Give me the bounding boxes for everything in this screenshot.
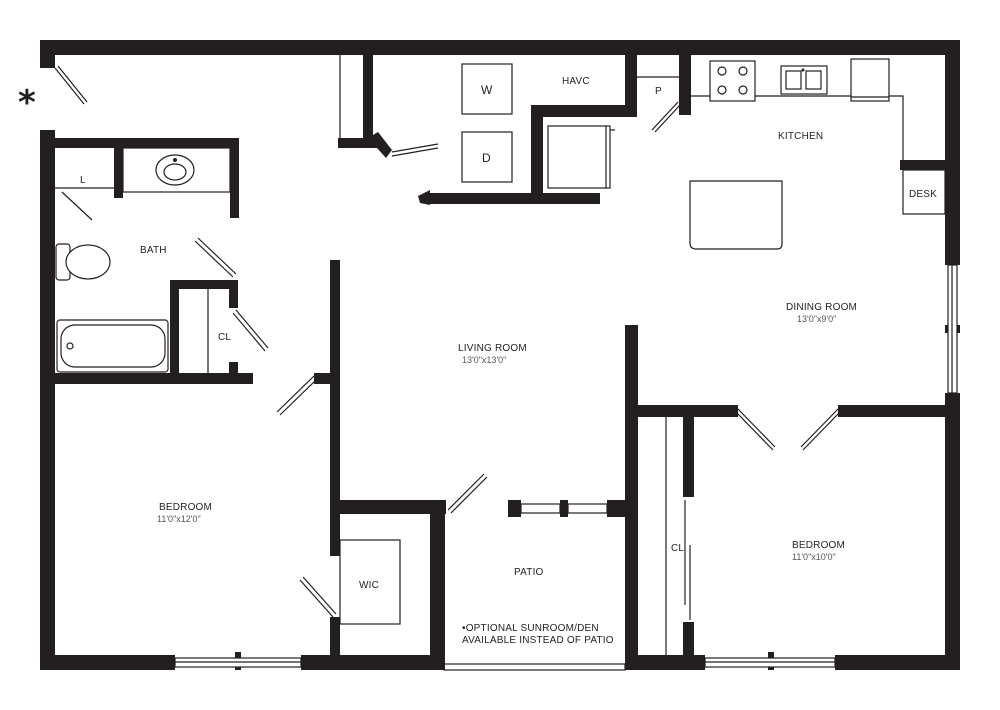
- washer-icon: [461, 63, 513, 115]
- havc-label: HAVC: [562, 76, 590, 87]
- right-closet-label: CL: [671, 543, 684, 554]
- laundry-walls: [338, 55, 691, 205]
- exterior-walls: [40, 40, 960, 670]
- bath-walls: [55, 138, 253, 384]
- dryer-label: D: [482, 151, 491, 165]
- dining-room-size: 13'0"x9'0": [797, 314, 836, 324]
- bedroom-left-size: 11'0"x12'0": [157, 514, 201, 524]
- dining-room-name: DINING ROOM: [786, 302, 857, 313]
- bath-label: BATH: [140, 245, 167, 256]
- patio-note-line2: AVAILABLE INSTEAD OF PATIO: [462, 635, 614, 646]
- entry-marker: *: [18, 83, 36, 123]
- desk-icon: [902, 169, 946, 215]
- toilet-icon: [65, 244, 111, 280]
- wic-label: WIC: [359, 580, 379, 591]
- entry-door: [54, 65, 88, 105]
- linen-label: L: [80, 175, 86, 186]
- patio-slider-right: [567, 503, 608, 514]
- patio-walls: [508, 325, 638, 670]
- desk-label: DESK: [909, 189, 937, 200]
- living-room-size: 13'0"x13'0": [462, 355, 506, 365]
- dryer-icon: [461, 131, 513, 183]
- wic-shelf: [339, 539, 401, 625]
- bath-closet-label: CL: [218, 332, 231, 343]
- bedroom-right-walls: [638, 405, 948, 657]
- bathtub-icon: [56, 319, 169, 373]
- bedroom-right-name: BEDROOM: [792, 540, 845, 551]
- bedroom-left-name: BEDROOM: [159, 502, 212, 513]
- bedroom-left-walls: [314, 260, 446, 670]
- kitchen-island: [689, 180, 783, 250]
- bedroom-right-size: 11'0"x10'0": [792, 552, 836, 562]
- patio-note-line1: •OPTIONAL SUNROOM/DEN: [462, 623, 599, 634]
- living-room-name: LIVING ROOM: [458, 343, 527, 354]
- patio-slider-left: [520, 503, 561, 514]
- kitchen-label: KITCHEN: [778, 131, 823, 142]
- patio-label: PATIO: [514, 567, 544, 578]
- washer-label: W: [481, 83, 493, 97]
- sink-icon: [155, 154, 195, 186]
- refrigerator-icon: [850, 58, 890, 102]
- kitchen-counter: [691, 95, 904, 160]
- windows: [174, 264, 958, 671]
- havc-unit-icon: [547, 125, 611, 189]
- stove-icon: [709, 60, 756, 102]
- pantry-label: P: [655, 86, 662, 97]
